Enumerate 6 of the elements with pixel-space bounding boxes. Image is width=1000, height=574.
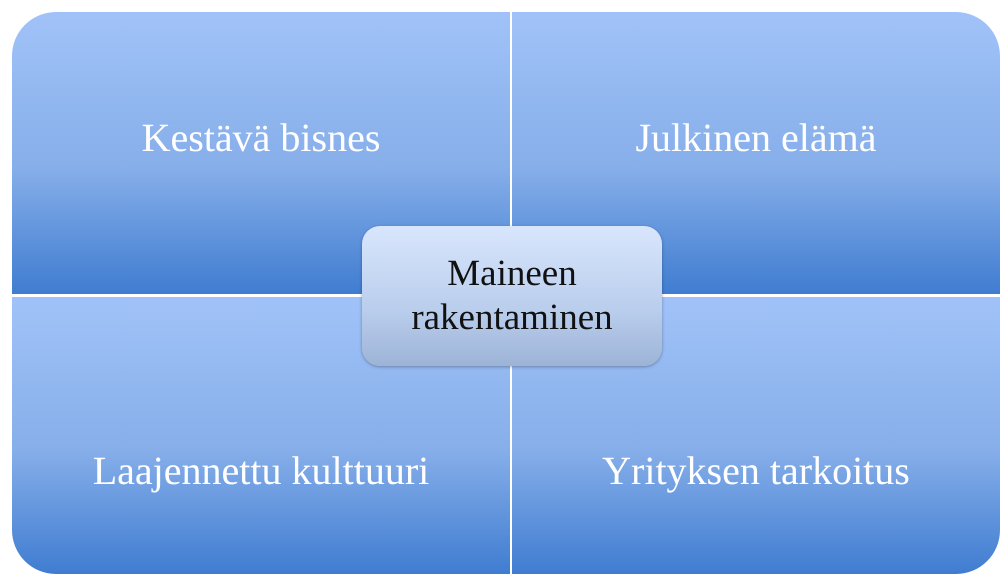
quadrant-label: Kestävä bisnes [142,114,380,161]
quadrant-label: Laajennettu kulttuuri [92,447,430,494]
center-box [362,226,662,366]
center-label: Maineen rakentaminen [410,252,614,340]
quadrant-label: Julkinen elämä [635,114,877,161]
quadrant-label: Yrityksen tarkoitus [602,447,910,494]
